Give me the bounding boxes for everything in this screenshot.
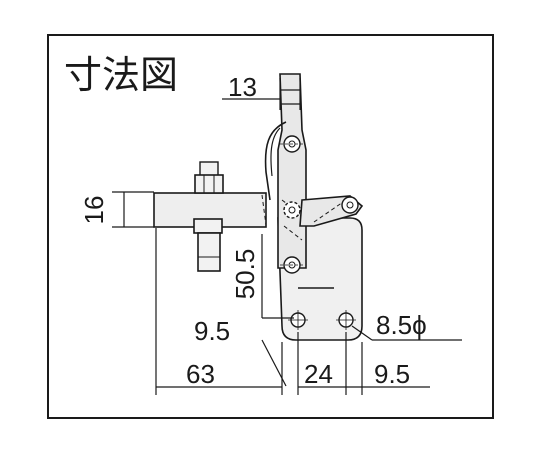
dim-overall-length: 63 — [186, 359, 215, 389]
pivot-top — [280, 135, 304, 153]
dimension-lines — [112, 78, 462, 395]
drawing-title: 寸法図 — [64, 53, 178, 97]
dim-bar-width: 13 — [228, 72, 257, 102]
dim-hole-diameter: 8.5ϕ — [376, 310, 427, 340]
dim-hole-offset-right: 9.5 — [374, 359, 410, 389]
spindle-bottom — [197, 232, 221, 272]
vertical-lever — [277, 73, 307, 269]
spindle-top — [199, 161, 219, 177]
mounting-hole-right — [336, 310, 356, 330]
pivot-lower — [280, 256, 304, 274]
pivot-middle — [283, 201, 301, 219]
mounting-hole-left — [288, 310, 308, 330]
bottom-nut — [193, 218, 223, 234]
dim-handle-height: 16 — [79, 196, 109, 225]
dim-hole-offset-left: 9.5 — [194, 316, 230, 346]
dimension-labels: 13 16 50.5 9.5 63 24 9.5 8.5ϕ — [79, 72, 427, 389]
top-nut — [194, 174, 224, 194]
dim-pivot-height: 50.5 — [230, 249, 260, 300]
curved-link — [264, 121, 287, 201]
pivot-right — [341, 196, 359, 214]
dim-hole-pitch: 24 — [304, 359, 333, 389]
clamp-drawing — [153, 73, 364, 341]
